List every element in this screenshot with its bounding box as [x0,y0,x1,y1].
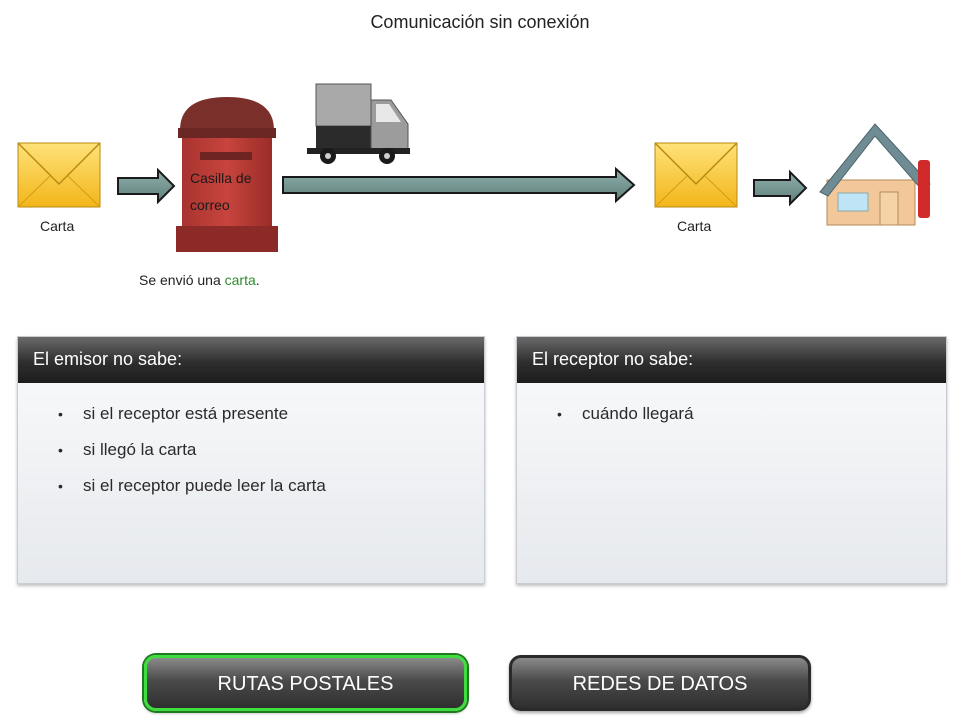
list-item-text: cuándo llegará [582,404,694,423]
mailbox-label-line2: correo [190,197,230,213]
sent-message-highlight: carta [224,272,256,288]
arrow-icon [753,169,808,207]
receiver-list: • cuándo llegará [517,383,946,425]
list-item: • si llegó la carta [58,439,484,461]
sent-message-suffix: . [255,272,260,288]
postal-routes-button[interactable]: RUTAS POSTALES [144,655,467,711]
mailbox-label-line1: Casilla de [190,170,252,186]
arrow-icon [117,167,176,205]
list-item: • si el receptor puede leer la carta [58,475,484,497]
bullet-icon: • [557,406,562,422]
list-item-text: si llegó la carta [83,440,197,459]
sent-message: Se envió una carta. [139,272,260,288]
envelope-icon [654,142,738,208]
data-networks-button[interactable]: REDES DE DATOS [509,655,811,711]
diagram-title: Comunicación sin conexión [370,12,590,32]
sent-message-prefix: Se envió una [139,272,225,288]
arrow-icon [282,166,636,204]
list-item-text: si el receptor puede leer la carta [83,476,326,495]
bullet-icon: • [58,442,63,458]
envelope-icon [17,142,101,208]
list-item: • cuándo llegará [557,403,946,425]
receiver-panel-header: El receptor no sabe: [517,337,946,383]
sender-panel: El emisor no sabe: • si el receptor está … [17,336,485,584]
mailbox-icon [176,97,278,252]
bullet-icon: • [58,406,63,422]
list-item-text: si el receptor está presente [83,404,289,423]
postal-diagram [17,83,931,252]
bullet-icon: • [58,478,63,494]
list-item: • si el receptor está presente [58,403,484,425]
truck-icon [307,83,410,164]
mailbox-label: Casilla de correo [190,165,270,219]
receiver-panel: El receptor no sabe: • cuándo llegará [516,336,947,584]
sender-panel-header: El emisor no sabe: [18,337,484,383]
left-letter-caption: Carta [40,218,75,234]
house-icon [819,123,931,226]
sender-list: • si el receptor está presente • si llegó … [18,383,484,497]
right-letter-caption: Carta [677,218,712,234]
